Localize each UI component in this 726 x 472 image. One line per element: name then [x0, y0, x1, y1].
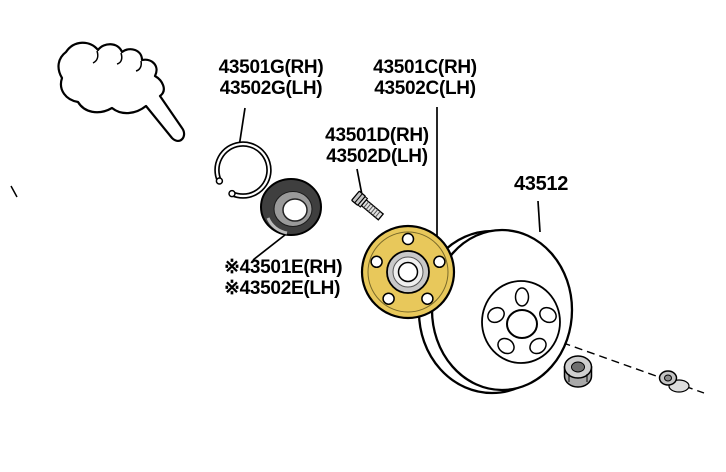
leader-line-snap-ring — [238, 107, 246, 148]
pointing-hand-sketch-icon — [10, 41, 186, 198]
leader-lines — [238, 107, 541, 261]
part-label-disc: 43512 — [505, 174, 577, 195]
snap-ring-drawing — [214, 141, 272, 199]
bearing-drawing — [260, 178, 322, 236]
end-bolt-drawing — [658, 370, 690, 393]
part-label-bearing: ※43501E(RH) ※43502E(LH) — [224, 257, 376, 299]
part-number-hub-bolt-rh: 43501D(RH) — [325, 125, 429, 146]
leader-line-hub-bolt — [356, 168, 363, 196]
part-number-disc: 43512 — [513, 173, 569, 195]
part-number-bearing-lh: ※43502E(LH) — [224, 278, 341, 299]
part-label-hub: 43501C(RH) 43502C(LH) — [360, 57, 490, 99]
part-label-hub-bolt: 43501D(RH) 43502D(LH) — [314, 125, 440, 167]
part-number-bearing-rh: ※43501E(RH) — [224, 257, 343, 278]
hub-bolt-drawing — [351, 190, 385, 221]
leader-line-disc — [537, 200, 541, 233]
lock-nut-drawing — [563, 355, 593, 388]
part-number-hub-rh: 43501C(RH) — [373, 57, 477, 78]
leader-line-bearing — [252, 230, 291, 261]
part-number-snap-ring-lh: 43502G(LH) — [219, 78, 323, 99]
part-number-snap-ring-rh: 43501G(RH) — [218, 57, 324, 78]
part-number-hub-lh: 43502C(LH) — [374, 78, 476, 99]
part-label-snap-ring: 43501G(RH) 43502G(LH) — [206, 57, 336, 99]
brake-disc-drawing — [417, 228, 574, 395]
part-number-hub-bolt-lh: 43502D(LH) — [326, 146, 428, 167]
hub-drawing — [360, 224, 456, 320]
